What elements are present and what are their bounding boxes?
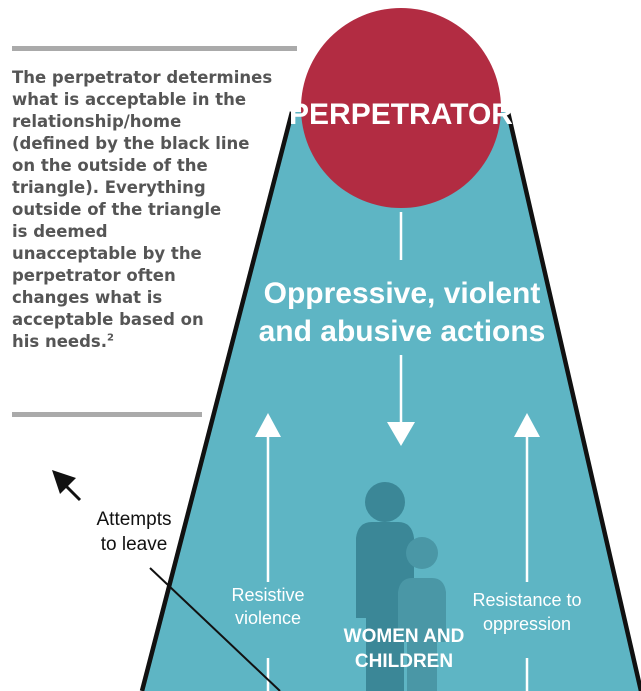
description-text: The perpetrator determines what is accep… — [12, 67, 290, 353]
woman-figure-icon — [356, 482, 414, 691]
bottom-divider — [12, 412, 202, 417]
triangle-left-edge — [139, 111, 295, 691]
triangle-right-edge — [505, 111, 641, 691]
arrow-down-icon — [387, 212, 415, 446]
resistive-violence-line2: violence — [235, 608, 301, 628]
leave-pointer-line — [149, 567, 281, 691]
arrow-up-left-icon — [52, 470, 82, 502]
women-children-line2: CHILDREN — [355, 651, 453, 672]
resistance-oppression-line2: oppression — [483, 614, 571, 634]
arrow-up-icon — [255, 413, 281, 691]
perpetrator-circle — [301, 8, 501, 208]
women-children-line1: WOMEN AND — [344, 626, 465, 647]
resistive-violence-line1: Resistive — [231, 585, 304, 605]
arrow-up-icon — [514, 413, 540, 691]
attempts-to-leave-line1: Attempts — [97, 509, 172, 530]
footnote-marker: 2 — [107, 332, 114, 344]
resistance-oppression-line1: Resistance to — [472, 590, 581, 610]
description-body: The perpetrator determines what is accep… — [12, 68, 273, 351]
attempts-to-leave-line2: to leave — [101, 534, 168, 555]
actions-label-line2: and abusive actions — [259, 315, 546, 348]
actions-label-line1: Oppressive, violent — [264, 277, 541, 310]
child-figure-icon — [398, 537, 446, 691]
perpetrator-label: PERPETRATOR — [289, 98, 513, 131]
top-divider — [12, 46, 297, 51]
